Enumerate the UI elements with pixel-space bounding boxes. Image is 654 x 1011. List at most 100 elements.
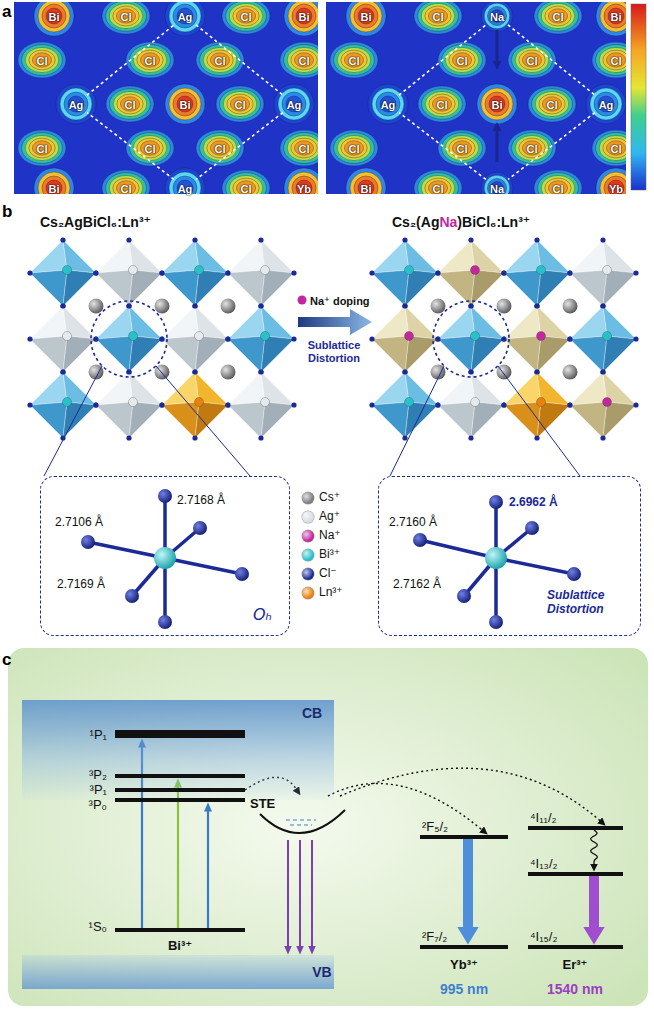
chloride-ion [534, 303, 539, 308]
legend-swatch [302, 511, 314, 523]
contour-ring [372, 88, 404, 120]
node-text: 2.6962 Å [509, 496, 558, 510]
contour-ring [442, 133, 483, 164]
atom-label: Cl [611, 143, 622, 156]
contour-ring [429, 94, 455, 114]
chloride-ion [567, 270, 572, 275]
chloride-ion [501, 402, 506, 407]
atom-label: Cl [215, 55, 226, 68]
contour-ring [598, 96, 614, 112]
chloride-ion [501, 336, 506, 341]
legend-item: Bi³⁺ [302, 548, 340, 562]
legend-text: Bi³⁺ [319, 548, 340, 562]
octahedron-face [30, 270, 67, 306]
ste-state [290, 824, 312, 826]
contour-ring [508, 42, 556, 78]
atom-label: Cl [145, 55, 156, 68]
text-holder: Sublattice Distortion [295, 339, 373, 365]
contour-ring [330, 42, 378, 78]
text-holder: Cl [215, 139, 226, 157]
text-holder: ⁴I₁₃/₂ [530, 854, 558, 872]
contour-ring [34, 168, 74, 194]
contour-ring [350, 172, 382, 194]
contour-ring [599, 135, 626, 160]
inset-box: 2.6962 Å2.7160 Å2.7162 ÅSublattice Disto… [378, 476, 641, 636]
contour-ring [291, 138, 317, 158]
chloride-ion [258, 237, 263, 242]
metal-ion [405, 332, 414, 341]
atom-label: Cl [437, 99, 448, 112]
chloride-ion [534, 237, 539, 242]
chloride-ion [126, 303, 131, 308]
octahedron-face [603, 270, 636, 306]
chloride-ion [126, 369, 131, 374]
chloride-ion [192, 435, 197, 440]
text-holder: ⁴I₁₁/₂ [530, 808, 557, 826]
energy-level: ⁴I₁₅/₂ [528, 945, 623, 949]
contour-ring [606, 53, 625, 67]
contour-ring [604, 4, 626, 28]
legend-text: Ag⁺ [319, 510, 340, 524]
octahedron-face [63, 402, 96, 438]
node-text: Oₕ [253, 606, 272, 624]
atom-label: Cl [241, 11, 252, 24]
text-holder: Cl [553, 179, 564, 197]
atom-label: Cl [145, 143, 156, 156]
distortion-arrow [496, 130, 499, 162]
chloride-ion [600, 369, 605, 374]
level-label: ⁴I₁₅/₂ [530, 930, 557, 943]
node-text: 2.7162 Å [393, 578, 441, 592]
contour-ring [532, 89, 573, 120]
contour-ring [296, 8, 312, 24]
transition-arrow [589, 876, 599, 927]
chloride-ion [225, 270, 230, 275]
unit-cell-outline [196, 25, 283, 95]
text-holder: 2.6962 Å [509, 492, 558, 510]
energy-level: ²F₅/₂ [420, 835, 508, 839]
chloride-ion [27, 336, 32, 341]
text-holder: 995 nm [440, 980, 488, 998]
metal-ion [195, 332, 204, 341]
contour-ring [284, 45, 318, 76]
atom-label: Ag [287, 99, 302, 112]
contour-ring [133, 47, 167, 72]
chloride-ion [192, 369, 197, 374]
atom-label: Bi [299, 11, 310, 24]
contour-ring [481, 172, 513, 194]
contour-ring [432, 97, 451, 111]
atom-label: Cl [547, 99, 558, 112]
octahedron-face [195, 402, 228, 438]
contour-ring [64, 92, 88, 116]
contour-ring [110, 89, 151, 120]
text-holder: Bi [49, 179, 60, 197]
text-holder: a [2, 2, 11, 22]
chloride-ion [600, 237, 605, 242]
metal-ion [603, 398, 612, 407]
contour-ring [203, 47, 237, 72]
energy-level: ³P₂ [115, 774, 245, 778]
contour-ring [287, 135, 318, 160]
contour-ring [236, 181, 255, 194]
octahedron-face [30, 402, 67, 438]
octahedron-face [162, 402, 199, 438]
zoom-circle [433, 301, 509, 377]
chloride-ion [402, 435, 407, 440]
contour-ring [216, 86, 264, 122]
atom-label: Cl [527, 55, 538, 68]
chloride-ion [633, 336, 638, 341]
contour-ring [445, 135, 479, 160]
zoom-circle [91, 301, 167, 377]
contour-ring [280, 42, 318, 78]
chloride-ion [60, 237, 65, 242]
metal-ion [471, 332, 480, 341]
octahedron-face [261, 270, 294, 306]
contour-ring [541, 3, 575, 28]
ion-label: Er³⁺ [563, 958, 588, 973]
octahedron-face [30, 240, 67, 273]
text-holder: 2.7106 Å [55, 512, 103, 530]
contour-ring [284, 133, 318, 164]
metal-ion [195, 266, 204, 275]
process-label: Na⁺ doping [310, 295, 370, 308]
contour-ring [42, 176, 66, 194]
chloride-ion [369, 270, 374, 275]
